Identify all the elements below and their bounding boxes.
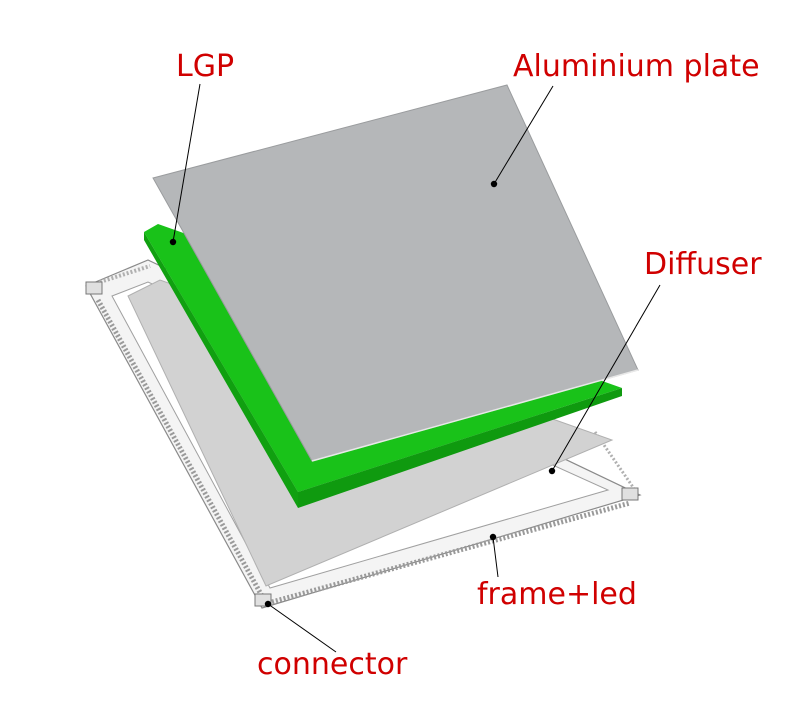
label-connector: connector bbox=[257, 647, 408, 682]
dot-lgp bbox=[169, 238, 177, 246]
frame-corner-bottom-right bbox=[621, 487, 639, 501]
leader-lgp bbox=[172, 83, 201, 243]
aluminium-plate-layer bbox=[152, 84, 639, 462]
led-strip-left bbox=[95, 298, 265, 598]
dot-frame-led bbox=[489, 533, 497, 541]
label-diffuser: Diffuser bbox=[644, 247, 762, 282]
dot-connector bbox=[264, 600, 272, 608]
aluminium-plate-edge-highlight bbox=[311, 369, 639, 462]
led-strip-bottom bbox=[271, 500, 631, 605]
led-strip-top bbox=[99, 264, 151, 284]
leader-aluminium-plate bbox=[493, 85, 554, 185]
lgp-edge bbox=[144, 232, 298, 508]
frame-corner-top-left bbox=[85, 281, 103, 295]
lgp-edge-front bbox=[298, 388, 622, 508]
dot-aluminium-plate bbox=[490, 180, 498, 188]
leader-frame-led bbox=[492, 536, 499, 578]
leader-connector bbox=[267, 603, 337, 653]
label-lgp: LGP bbox=[176, 49, 235, 84]
leader-diffuser bbox=[551, 284, 661, 472]
label-frame-led: frame+led bbox=[477, 577, 637, 612]
label-aluminium-plate: Aluminium plate bbox=[513, 49, 760, 84]
leader-lines bbox=[172, 83, 661, 653]
dot-diffuser bbox=[548, 467, 556, 475]
leader-dots bbox=[169, 180, 556, 608]
